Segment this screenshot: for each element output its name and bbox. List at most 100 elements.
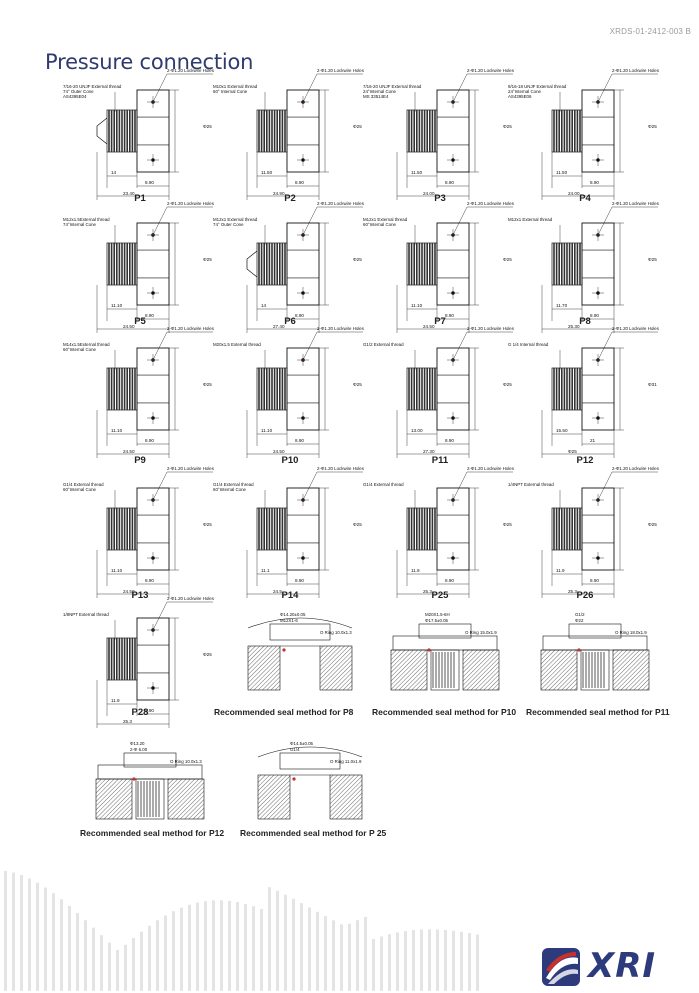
dim-3: 25.3 <box>423 589 432 594</box>
seal-note: Φ22 <box>575 618 584 623</box>
seal-note: G1/4 <box>290 747 300 752</box>
part-drawing-svg <box>541 73 658 200</box>
dim-3: 24.50 <box>273 449 285 454</box>
part-caption: P1 <box>134 193 146 204</box>
thread-label: 9/16-18 UNJF External thread <box>508 84 567 89</box>
part-caption: P14 <box>281 590 299 601</box>
seal-caption: Recommended seal method for P12 <box>80 828 225 838</box>
dim-4: Φ25 <box>203 257 212 262</box>
dim-4: Φ25 <box>203 652 212 657</box>
seal-note: G1/2 <box>575 612 585 617</box>
part-caption: P28 <box>131 707 149 718</box>
thread-label: G1/2 External thread <box>363 342 404 347</box>
dim-1: 11.10 <box>111 568 123 573</box>
thread-label: M14x1.5External thread <box>63 342 110 347</box>
dim-1: 11.10 <box>111 428 123 433</box>
cone-label: 74° Outer Cone <box>213 222 244 227</box>
seal-note: Φ13.20 <box>130 741 145 746</box>
part-drawing-svg <box>246 206 363 333</box>
part-drawing-svg <box>396 471 513 598</box>
part-drawing-svg <box>246 73 363 200</box>
dim-1: 14 <box>111 170 117 175</box>
dim-2: 8.90 <box>590 180 599 185</box>
thread-label: 1/4NPT External thread <box>508 482 554 487</box>
dim-1: 11.1 <box>261 568 270 573</box>
dim-2: 8.90 <box>445 438 454 443</box>
cone-label: 24°Internal Cone <box>508 89 542 94</box>
part-drawing-svg <box>96 471 213 598</box>
dim-4: Φ25 <box>353 124 362 129</box>
thread-label: M12x1 External thread <box>508 217 553 222</box>
dim-2: 8.90 <box>295 313 304 318</box>
dim-2: 8.90 <box>445 578 454 583</box>
lockwire-label: 2-Φ1.20 Lockwire Holes <box>167 326 214 331</box>
lockwire-label: 2-Φ1.20 Lockwire Holes <box>167 68 214 73</box>
dim-3: 24.50 <box>123 324 135 329</box>
thread-label: G 1/4 Internal thread <box>508 342 549 347</box>
dim-1: 11.9 <box>411 568 420 573</box>
dim-1: 13.00 <box>411 428 423 433</box>
seal-note: O Ring 18.0x1.9 <box>615 630 647 635</box>
dim-2: 8.90 <box>590 313 599 318</box>
cone-label: 60°Internal Cone <box>213 487 247 492</box>
dim-2: 8.90 <box>295 180 304 185</box>
seal-note: Φ17.5±0.05 <box>425 618 449 623</box>
part-drawing-p13: 2-Φ1.20 Lockwire Holes G1/4 External thre… <box>63 466 225 600</box>
seal-caption: Recommended seal method for P 25 <box>240 828 387 838</box>
lockwire-label: 2-Φ1.20 Lockwire Holes <box>317 201 364 206</box>
dim-1: 15.50 <box>556 428 568 433</box>
dim-4: Φ25 <box>203 382 212 387</box>
dim-1: 11.50 <box>411 170 423 175</box>
cone-label: 60°Internal Cone <box>63 487 97 492</box>
part-drawing-svg <box>541 331 658 458</box>
part-drawing-svg <box>246 471 363 598</box>
seal-caption: Recommended seal method for P8 <box>214 707 354 717</box>
dim-3: 24.50 <box>123 589 135 594</box>
dim-2: 8.90 <box>145 438 154 443</box>
thread-label: M20x1.5 External thread <box>213 342 261 347</box>
dim-3: 27.30 <box>423 449 435 454</box>
dim-2: 8.90 <box>445 313 454 318</box>
dim-4: Φ25 <box>503 257 512 262</box>
dim-2: 8.90 <box>145 578 154 583</box>
dim-2: 8.90 <box>590 578 599 583</box>
part-drawing-svg <box>96 601 213 728</box>
dim-2: 8.90 <box>445 180 454 185</box>
dim-4: Φ25 <box>503 382 512 387</box>
part-caption: P6 <box>284 316 296 327</box>
logo-text: XRI <box>588 946 657 986</box>
part-caption: P2 <box>284 193 296 204</box>
lockwire-label: 2-Φ1.20 Lockwire Holes <box>467 201 514 206</box>
dim-4: Φ25 <box>353 257 362 262</box>
thread-label: 7/16-20 UNJF External thread <box>363 84 422 89</box>
thread-label: G1/4 External thread <box>63 482 104 487</box>
lockwire-label: 2-Φ1.20 Lockwire Holes <box>167 596 214 601</box>
dim-4: Φ25 <box>203 522 212 527</box>
part-drawing-svg <box>396 331 513 458</box>
part-caption: P11 <box>431 455 449 466</box>
part-caption: P13 <box>131 590 149 601</box>
cone-label: 60°Internal Cone <box>363 222 397 227</box>
dim-1: 11.50 <box>261 170 273 175</box>
seal-note: M12X1-6 <box>280 618 298 623</box>
dim-2: 8.90 <box>145 708 154 713</box>
dim-2: 8.90 <box>145 180 154 185</box>
dim-3: 24.90 <box>273 191 285 196</box>
thread-label: M12x1 External thread <box>213 217 258 222</box>
thread-label: G1/4 External thread <box>363 482 404 487</box>
seal-caption: Recommended seal method for P10 <box>372 707 517 717</box>
dim-2: 8.90 <box>295 438 304 443</box>
lockwire-label: 2-Φ1.20 Lockwire Holes <box>317 326 364 331</box>
part-caption: P9 <box>134 455 146 466</box>
seal-note: 2-Φ 6.00 <box>130 747 148 752</box>
thread-label: M10x1 External thread <box>213 84 258 89</box>
